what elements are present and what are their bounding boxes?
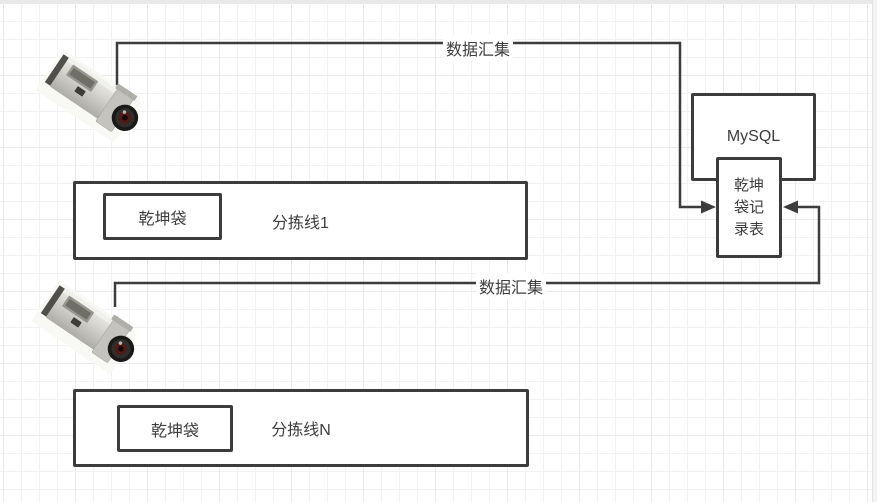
record-table-node[interactable]: 乾坤 袋记 录表 [716, 157, 782, 258]
connector-camera1-to-record-table[interactable] [115, 41, 716, 214]
sorting-line-1-node[interactable]: 分拣线1 乾坤袋 [73, 181, 528, 260]
cctv-camera-icon[interactable] [15, 262, 165, 412]
bag-label-1: 乾坤袋 [138, 210, 187, 228]
connector-label-bottom[interactable]: 数据汇集 [476, 273, 547, 299]
bag-node-1[interactable]: 乾坤袋 [103, 193, 222, 240]
connector-label-top[interactable]: 数据汇集 [443, 35, 514, 61]
arrowhead-left-icon[interactable] [783, 200, 798, 214]
sorting-line-n-node[interactable]: 分拣线N 乾坤袋 [73, 389, 529, 467]
connector-camera2-to-record-table[interactable] [113, 200, 821, 308]
mysql-label: MySQL [726, 128, 781, 145]
sorting-line-n-label: 分拣线N [271, 422, 331, 439]
arrowhead-right-icon[interactable] [701, 200, 716, 214]
vertical-scrollbar-track[interactable] [872, 0, 877, 502]
cctv-camera-icon[interactable] [19, 31, 169, 181]
bag-label-n: 乾坤袋 [150, 422, 199, 440]
bag-node-n[interactable]: 乾坤袋 [117, 405, 233, 452]
record-table-label: 乾坤 袋记 录表 [733, 176, 764, 238]
connector-line[interactable] [115, 41, 702, 209]
connector-line[interactable] [113, 205, 821, 307]
canvas-top-edge [0, 0, 877, 3]
sorting-line-1-label: 分拣线1 [272, 214, 329, 232]
